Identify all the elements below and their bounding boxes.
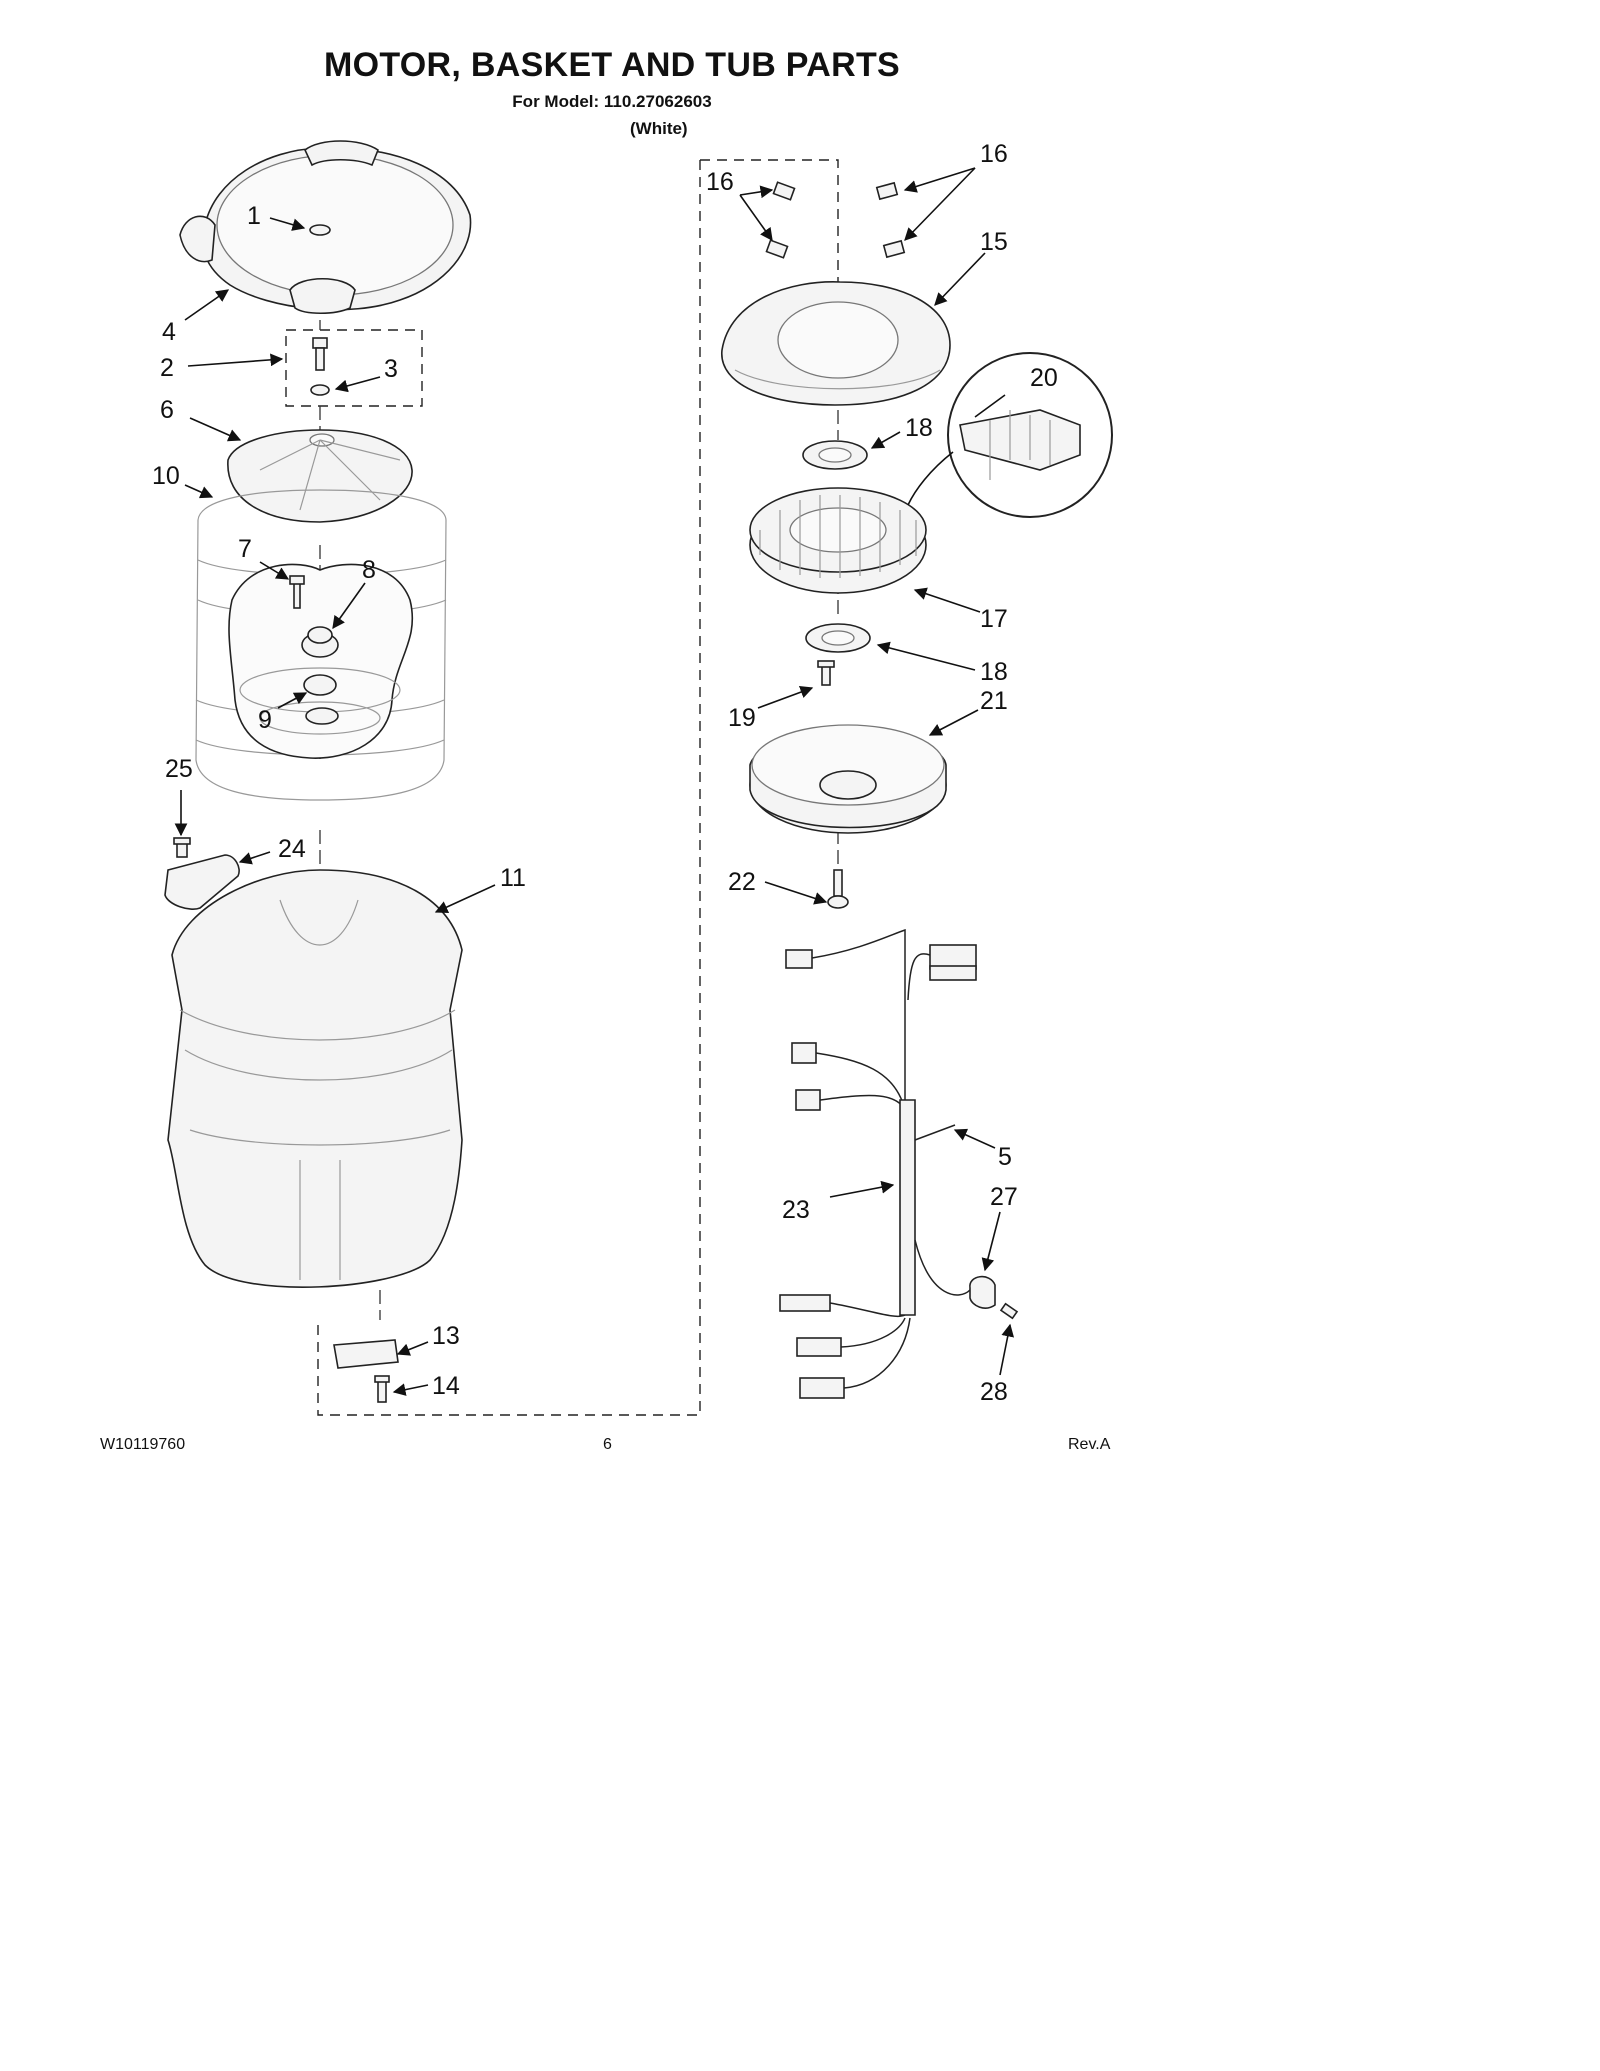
callout-15: 15	[980, 228, 1008, 256]
part-wire-harness	[779, 928, 1019, 1399]
callout-16-right: 16	[980, 140, 1008, 168]
part-detail-circle	[907, 352, 1113, 518]
part-bolt-washer	[310, 337, 330, 396]
callout-8: 8	[362, 556, 376, 584]
callout-27: 27	[990, 1183, 1018, 1211]
callout-4: 4	[162, 318, 176, 346]
model-number: For Model: 110.27062603	[512, 92, 712, 111]
part-rotor-shield	[721, 281, 951, 406]
callout-3: 3	[384, 355, 398, 383]
part-basket	[195, 489, 447, 801]
callout-25: 25	[165, 755, 193, 783]
callout-16-left: 16	[706, 168, 734, 196]
part-tub-cover	[179, 140, 472, 315]
part-bracket-screw	[164, 837, 240, 910]
document-number: W10119760	[100, 1436, 186, 1453]
callout-24: 24	[278, 835, 306, 863]
revision-label: Rev.A	[1068, 1436, 1111, 1453]
callout-28: 28	[980, 1378, 1008, 1406]
callout-20: 20	[1030, 364, 1058, 392]
callout-21: 21	[980, 687, 1008, 715]
callout-labels: 1 4 2 3 6 10 7 8 9 25 24 11 13 14 16 16 …	[152, 140, 1058, 1406]
page-title: MOTOR, BASKET AND TUB PARTS	[323, 46, 901, 84]
callout-19: 19	[728, 704, 756, 732]
part-gaskets	[802, 440, 871, 653]
exploded-parts-diagram: 1 4 2 3 6 10 7 8 9 25 24 11 13 14 16 16 …	[152, 140, 1113, 1416]
part-impeller	[227, 429, 413, 523]
callout-5: 5	[998, 1143, 1012, 1171]
callout-11: 11	[500, 864, 526, 892]
leader-arrows	[174, 167, 1015, 1396]
part-outer-tub	[167, 869, 463, 1288]
part-rotor-and-hardware	[749, 660, 947, 909]
callout-13: 13	[432, 1322, 460, 1350]
callout-7: 7	[238, 535, 252, 563]
model-variant: (White)	[630, 119, 688, 138]
callout-18-top: 18	[905, 414, 933, 442]
assembly-boundary-lines	[285, 159, 839, 1416]
callout-9: 9	[258, 706, 272, 734]
callout-2: 2	[160, 354, 174, 382]
part-stator	[749, 487, 927, 594]
callout-22: 22	[728, 868, 756, 896]
callout-14: 14	[432, 1372, 460, 1400]
page-number: 6	[603, 1436, 612, 1453]
callout-17: 17	[980, 605, 1008, 633]
callout-1: 1	[247, 202, 261, 230]
part-clip-screw	[333, 1339, 399, 1403]
part-plugs	[765, 181, 906, 259]
callout-18-bottom: 18	[980, 658, 1008, 686]
callout-10: 10	[152, 462, 180, 490]
callout-6: 6	[160, 396, 174, 424]
callout-23: 23	[782, 1196, 810, 1224]
part-screw-hub-gear	[289, 575, 339, 725]
